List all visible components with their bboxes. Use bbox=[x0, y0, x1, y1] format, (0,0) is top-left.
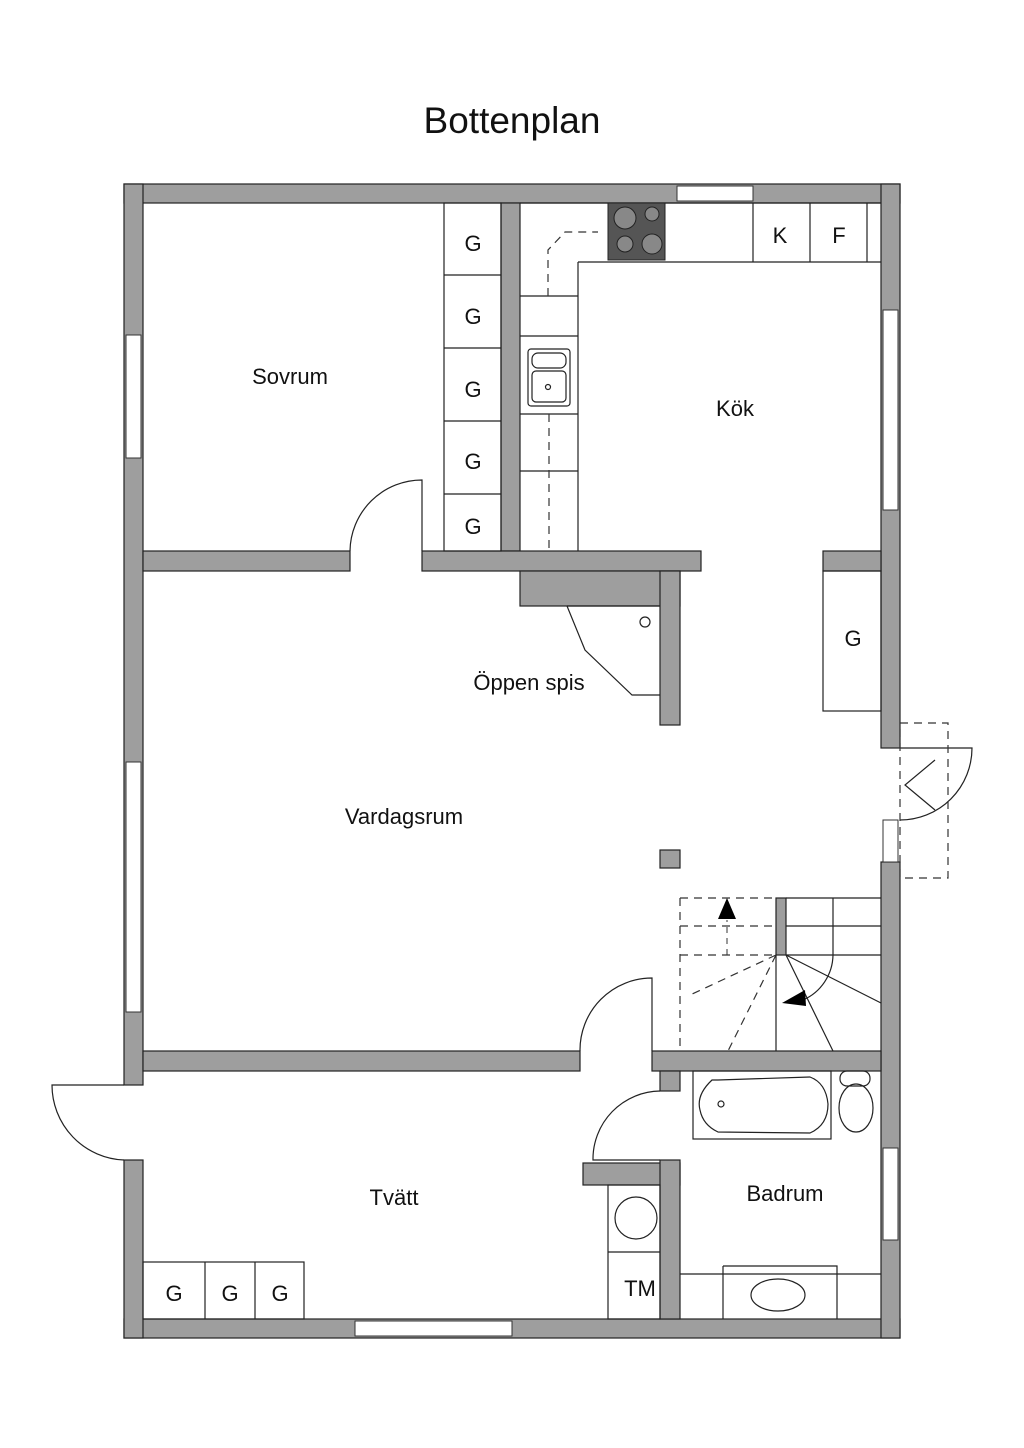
room-label-oppen-spis: Öppen spis bbox=[473, 670, 584, 695]
closet-label: G bbox=[271, 1281, 288, 1306]
walls bbox=[123, 183, 901, 1339]
closet-label: G bbox=[844, 626, 861, 651]
bathroom-fixtures bbox=[607, 1070, 881, 1320]
floor-plan-title: Bottenplan bbox=[423, 100, 601, 141]
stairs bbox=[679, 897, 882, 1052]
closet-label: G bbox=[464, 514, 481, 539]
windows bbox=[125, 185, 899, 1337]
fridge-label: K bbox=[773, 223, 788, 248]
fireplace-icon bbox=[566, 605, 660, 696]
closet-label: G bbox=[165, 1281, 182, 1306]
column bbox=[659, 849, 681, 869]
bathtub-icon bbox=[692, 1070, 832, 1140]
bathroom-sink-icon bbox=[750, 1278, 806, 1312]
closet-label: G bbox=[464, 304, 481, 329]
room-label-kok: Kök bbox=[716, 396, 755, 421]
toilet-icon bbox=[838, 1070, 874, 1133]
closet-label: G bbox=[464, 377, 481, 402]
room-label-tvatt: Tvätt bbox=[370, 1185, 419, 1210]
freezer-label: F bbox=[832, 223, 845, 248]
closets bbox=[142, 202, 882, 1320]
labels: Sovrum Kök Öppen spis Vardagsrum Tvätt B… bbox=[165, 223, 861, 1306]
closet-label: G bbox=[464, 449, 481, 474]
closet-label: G bbox=[221, 1281, 238, 1306]
room-label-vardagsrum: Vardagsrum bbox=[345, 804, 463, 829]
room-label-sovrum: Sovrum bbox=[252, 364, 328, 389]
washbasin-icon bbox=[614, 1196, 658, 1240]
washing-machine-label: TM bbox=[624, 1276, 656, 1301]
kitchen-counters bbox=[520, 202, 881, 696]
closet-label: G bbox=[464, 231, 481, 256]
sink-icon bbox=[527, 348, 571, 407]
room-label-badrum: Badrum bbox=[746, 1181, 823, 1206]
doors bbox=[51, 479, 973, 1161]
